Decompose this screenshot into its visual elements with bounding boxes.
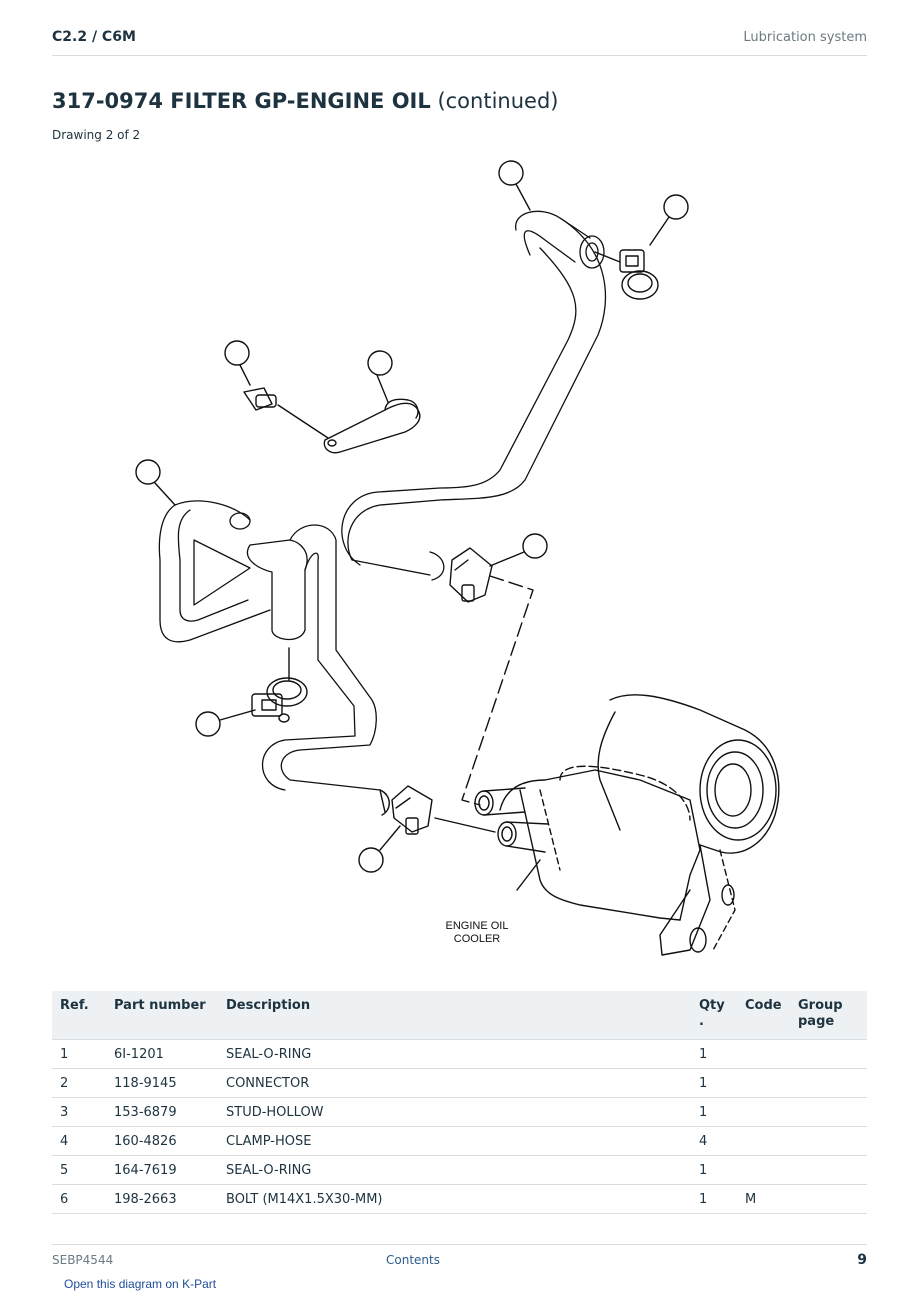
section-header: Lubrication system [743, 30, 867, 45]
callout-circle[interactable] [358, 847, 384, 873]
cooler-label-line1: ENGINE OIL [446, 920, 509, 932]
model-header: C2.2 / C6M [52, 29, 136, 45]
upper-hose [341, 210, 607, 581]
left-hose [158, 500, 381, 791]
header-code: Code [737, 991, 790, 1040]
cell-code [737, 1155, 790, 1185]
table-row: 2 118-9145 CONNECTOR 1 [52, 1068, 867, 1098]
cell-group-page [790, 1068, 867, 1098]
hose-connector-lower [391, 785, 433, 835]
cell-description: CONNECTOR [218, 1068, 691, 1098]
cell-group-page [790, 1184, 867, 1214]
page-number: 9 [857, 1252, 867, 1268]
cell-description: STUD-HOLLOW [218, 1097, 691, 1127]
cell-part-number: 164-7619 [106, 1155, 218, 1185]
table-row: 5 164-7619 SEAL-O-RING 1 [52, 1155, 867, 1185]
cell-group-page [790, 1155, 867, 1185]
cell-code [737, 1097, 790, 1127]
callout-circles [135, 160, 689, 873]
cell-description: CLAMP-HOSE [218, 1126, 691, 1156]
table-row: 4 160-4826 CLAMP-HOSE 4 [52, 1126, 867, 1156]
callout-circle[interactable] [224, 340, 250, 366]
cell-qty: 1 [691, 1039, 737, 1069]
cell-ref: 4 [52, 1126, 106, 1156]
cell-description: BOLT (M14X1.5X30-MM) [218, 1184, 691, 1214]
cooler-label-line2: COOLER [454, 933, 501, 945]
cell-part-number: 198-2663 [106, 1184, 218, 1214]
document-number: SEBP4544 [52, 1253, 114, 1267]
cell-ref: 3 [52, 1097, 106, 1127]
header-part-number: Part number [106, 991, 218, 1040]
cell-part-number: 6I-1201 [106, 1039, 218, 1069]
routing-dash [461, 575, 534, 806]
table-header-row: Ref. Part number Description Qty. Code G… [52, 991, 867, 1040]
cell-qty: 1 [691, 1184, 737, 1214]
cell-description: SEAL-O-RING [218, 1155, 691, 1185]
footer-divider [52, 1244, 867, 1245]
cell-part-number: 118-9145 [106, 1068, 218, 1098]
title-suffix: (continued) [437, 89, 559, 113]
cell-ref: 2 [52, 1068, 106, 1098]
engine-oil-cooler [474, 694, 780, 956]
table-row: 6 198-2663 BOLT (M14X1.5X30-MM) 1 M [52, 1184, 867, 1214]
cell-code: M [737, 1184, 790, 1214]
table-row: 1 6I-1201 SEAL-O-RING 1 [52, 1039, 867, 1069]
hose-connector-upper [449, 547, 493, 603]
cell-code [737, 1039, 790, 1069]
hose-clamp-top [619, 249, 659, 300]
parts-diagram: ENGINE OIL COOLER [0, 150, 920, 970]
header-description: Description [218, 991, 691, 1040]
drawing-count: Drawing 2 of 2 [52, 128, 141, 142]
page-title: 317-0974 FILTER GP-ENGINE OIL (continued… [52, 89, 558, 113]
header-qty: Qty. [691, 991, 737, 1040]
leader-lines [154, 183, 670, 891]
lower-hose-end [379, 789, 390, 816]
cell-description: SEAL-O-RING [218, 1039, 691, 1069]
title-part-name: 317-0974 FILTER GP-ENGINE OIL [52, 89, 431, 113]
cell-ref: 5 [52, 1155, 106, 1185]
cell-group-page [790, 1097, 867, 1127]
cell-qty: 4 [691, 1126, 737, 1156]
cell-part-number: 153-6879 [106, 1097, 218, 1127]
callout-circle[interactable] [498, 160, 524, 186]
cell-ref: 1 [52, 1039, 106, 1069]
parts-table: Ref. Part number Description Qty. Code G… [52, 991, 867, 1214]
cell-ref: 6 [52, 1184, 106, 1214]
callout-circle[interactable] [135, 459, 161, 485]
cell-qty: 1 [691, 1068, 737, 1098]
kpart-link[interactable]: Open this diagram on K-Part [64, 1277, 217, 1291]
cell-code [737, 1068, 790, 1098]
cell-qty: 1 [691, 1155, 737, 1185]
callout-circle[interactable] [367, 350, 393, 376]
hose-clip-bracket [243, 387, 421, 454]
cell-group-page [790, 1126, 867, 1156]
callout-circle[interactable] [195, 711, 221, 737]
header-divider [52, 55, 867, 56]
cell-code [737, 1126, 790, 1156]
cell-group-page [790, 1039, 867, 1069]
cell-part-number: 160-4826 [106, 1126, 218, 1156]
header-ref: Ref. [52, 991, 106, 1040]
callout-circle[interactable] [663, 194, 689, 220]
table-row: 3 153-6879 STUD-HOLLOW 1 [52, 1097, 867, 1127]
contents-link[interactable]: Contents [386, 1253, 440, 1267]
callout-circle[interactable] [522, 533, 548, 559]
cell-qty: 1 [691, 1097, 737, 1127]
hose-clamp-left [251, 677, 308, 723]
